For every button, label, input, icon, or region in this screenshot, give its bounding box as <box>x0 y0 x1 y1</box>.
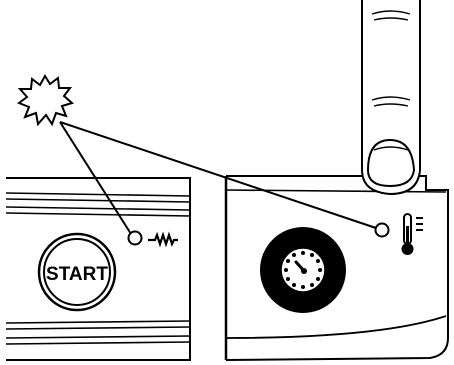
left-panel-outline <box>6 177 191 361</box>
starburst-flash-icon <box>16 74 75 127</box>
knuckle-crease-1 <box>371 10 411 15</box>
pointing-finger-icon <box>361 0 421 196</box>
left-panel-groove-top <box>5 192 191 197</box>
left-panel <box>5 177 191 361</box>
start-button-label: START <box>46 264 108 285</box>
leader-line-left-led <box>59 121 132 235</box>
thermometer-icon <box>401 213 423 255</box>
resistor-zigzag-icon <box>148 231 178 248</box>
right-indicator-led <box>374 222 390 238</box>
knuckle-crease-2 <box>371 96 411 101</box>
left-indicator-led <box>127 230 143 246</box>
leader-line-right-led <box>59 121 377 229</box>
clock-dial-icon[interactable] <box>260 227 346 313</box>
right-panel-bottom-groove <box>225 315 447 339</box>
left-panel-groove-bottom <box>5 320 191 324</box>
start-button[interactable]: START <box>37 232 117 312</box>
dial-tick-marks <box>284 251 322 289</box>
fingernail <box>366 138 416 188</box>
